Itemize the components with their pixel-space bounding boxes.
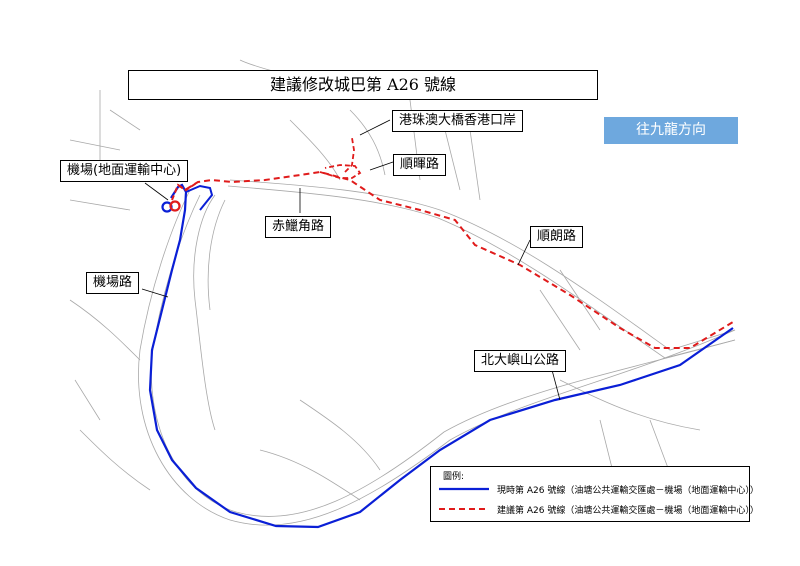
airport-terminus-red-marker [169,200,181,212]
label-shun-long-road: 順朗路 [530,226,584,248]
label-north-lantau-highway: 北大嶼山公路 [474,350,567,372]
legend: 圖例: 現時第 A26 號線（油塘公共運輸交匯處－機場（地面運輸中心）） 建議第… [430,466,759,522]
legend-item-existing: 現時第 A26 號線（油塘公共運輸交匯處－機場（地面運輸中心）） [439,482,759,496]
legend-swatch-existing [439,487,489,491]
map-title: 建議修改城巴第 A26 號線 [128,70,598,100]
legend-label-existing: 現時第 A26 號線（油塘公共運輸交匯處－機場（地面運輸中心）） [497,485,759,496]
leader-lines [141,119,561,401]
legend-item-proposed: 建議第 A26 號線（油塘公共運輸交匯處－機場（地面運輸中心）） [439,502,759,516]
direction-badge: 往九龍方向 [604,117,738,144]
existing-route-loop [185,184,214,211]
label-airport-road: 機場路 [86,272,140,294]
legend-title: 圖例: [443,472,465,482]
legend-label-proposed: 建議第 A26 號線（油塘公共運輸交匯處－機場（地面運輸中心）） [497,505,759,516]
proposed-route-loop [171,181,199,201]
label-shun-wui-road: 順暉路 [393,154,447,176]
label-airport-gtc: 機場(地面運輸中心) [60,160,189,182]
label-hzmb-port: 港珠澳大橋香港口岸 [392,110,524,132]
label-chek-lap-kok-road: 赤鱲角路 [265,216,332,238]
legend-swatch-proposed [439,508,489,510]
existing-route-line [148,183,734,529]
proposed-route-line [177,170,734,349]
proposed-route-spur [319,137,362,179]
